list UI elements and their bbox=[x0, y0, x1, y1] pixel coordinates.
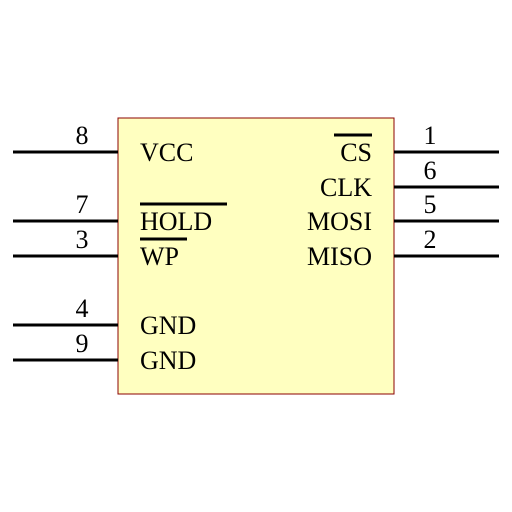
pin-cs-number: 1 bbox=[424, 121, 437, 150]
pin-clk: 6 CLK bbox=[320, 156, 499, 202]
pin-clk-number: 6 bbox=[424, 156, 437, 185]
pin-hold-label: HOLD bbox=[140, 207, 212, 236]
pin-clk-label: CLK bbox=[320, 173, 372, 202]
pin-hold-number: 7 bbox=[76, 190, 89, 219]
pin-gnd-a: 4 GND bbox=[13, 294, 196, 340]
pin-gnd-b-label: GND bbox=[140, 346, 196, 375]
pin-vcc: 8 VCC bbox=[13, 121, 193, 167]
pin-wp-number: 3 bbox=[76, 225, 89, 254]
pin-cs-label: CS bbox=[340, 138, 372, 167]
pin-wp-label: WP bbox=[140, 242, 179, 271]
pin-vcc-number: 8 bbox=[76, 121, 89, 150]
pin-miso: 2 MISO bbox=[307, 225, 499, 271]
pin-gnd-b-number: 9 bbox=[76, 329, 89, 358]
pin-mosi: 5 MOSI bbox=[307, 190, 499, 236]
pin-gnd-b: 9 GND bbox=[13, 329, 196, 375]
pin-gnd-a-number: 4 bbox=[76, 294, 89, 323]
pin-mosi-number: 5 bbox=[424, 190, 437, 219]
pin-hold: 7 HOLD bbox=[13, 190, 227, 236]
pin-mosi-label: MOSI bbox=[307, 207, 372, 236]
pin-wp: 3 WP bbox=[13, 225, 187, 271]
pin-gnd-a-label: GND bbox=[140, 311, 196, 340]
pin-miso-number: 2 bbox=[424, 225, 437, 254]
pin-miso-label: MISO bbox=[307, 242, 372, 271]
pin-cs: 1 CS bbox=[334, 121, 499, 167]
pin-vcc-label: VCC bbox=[140, 138, 193, 167]
chip-body bbox=[117, 117, 395, 395]
